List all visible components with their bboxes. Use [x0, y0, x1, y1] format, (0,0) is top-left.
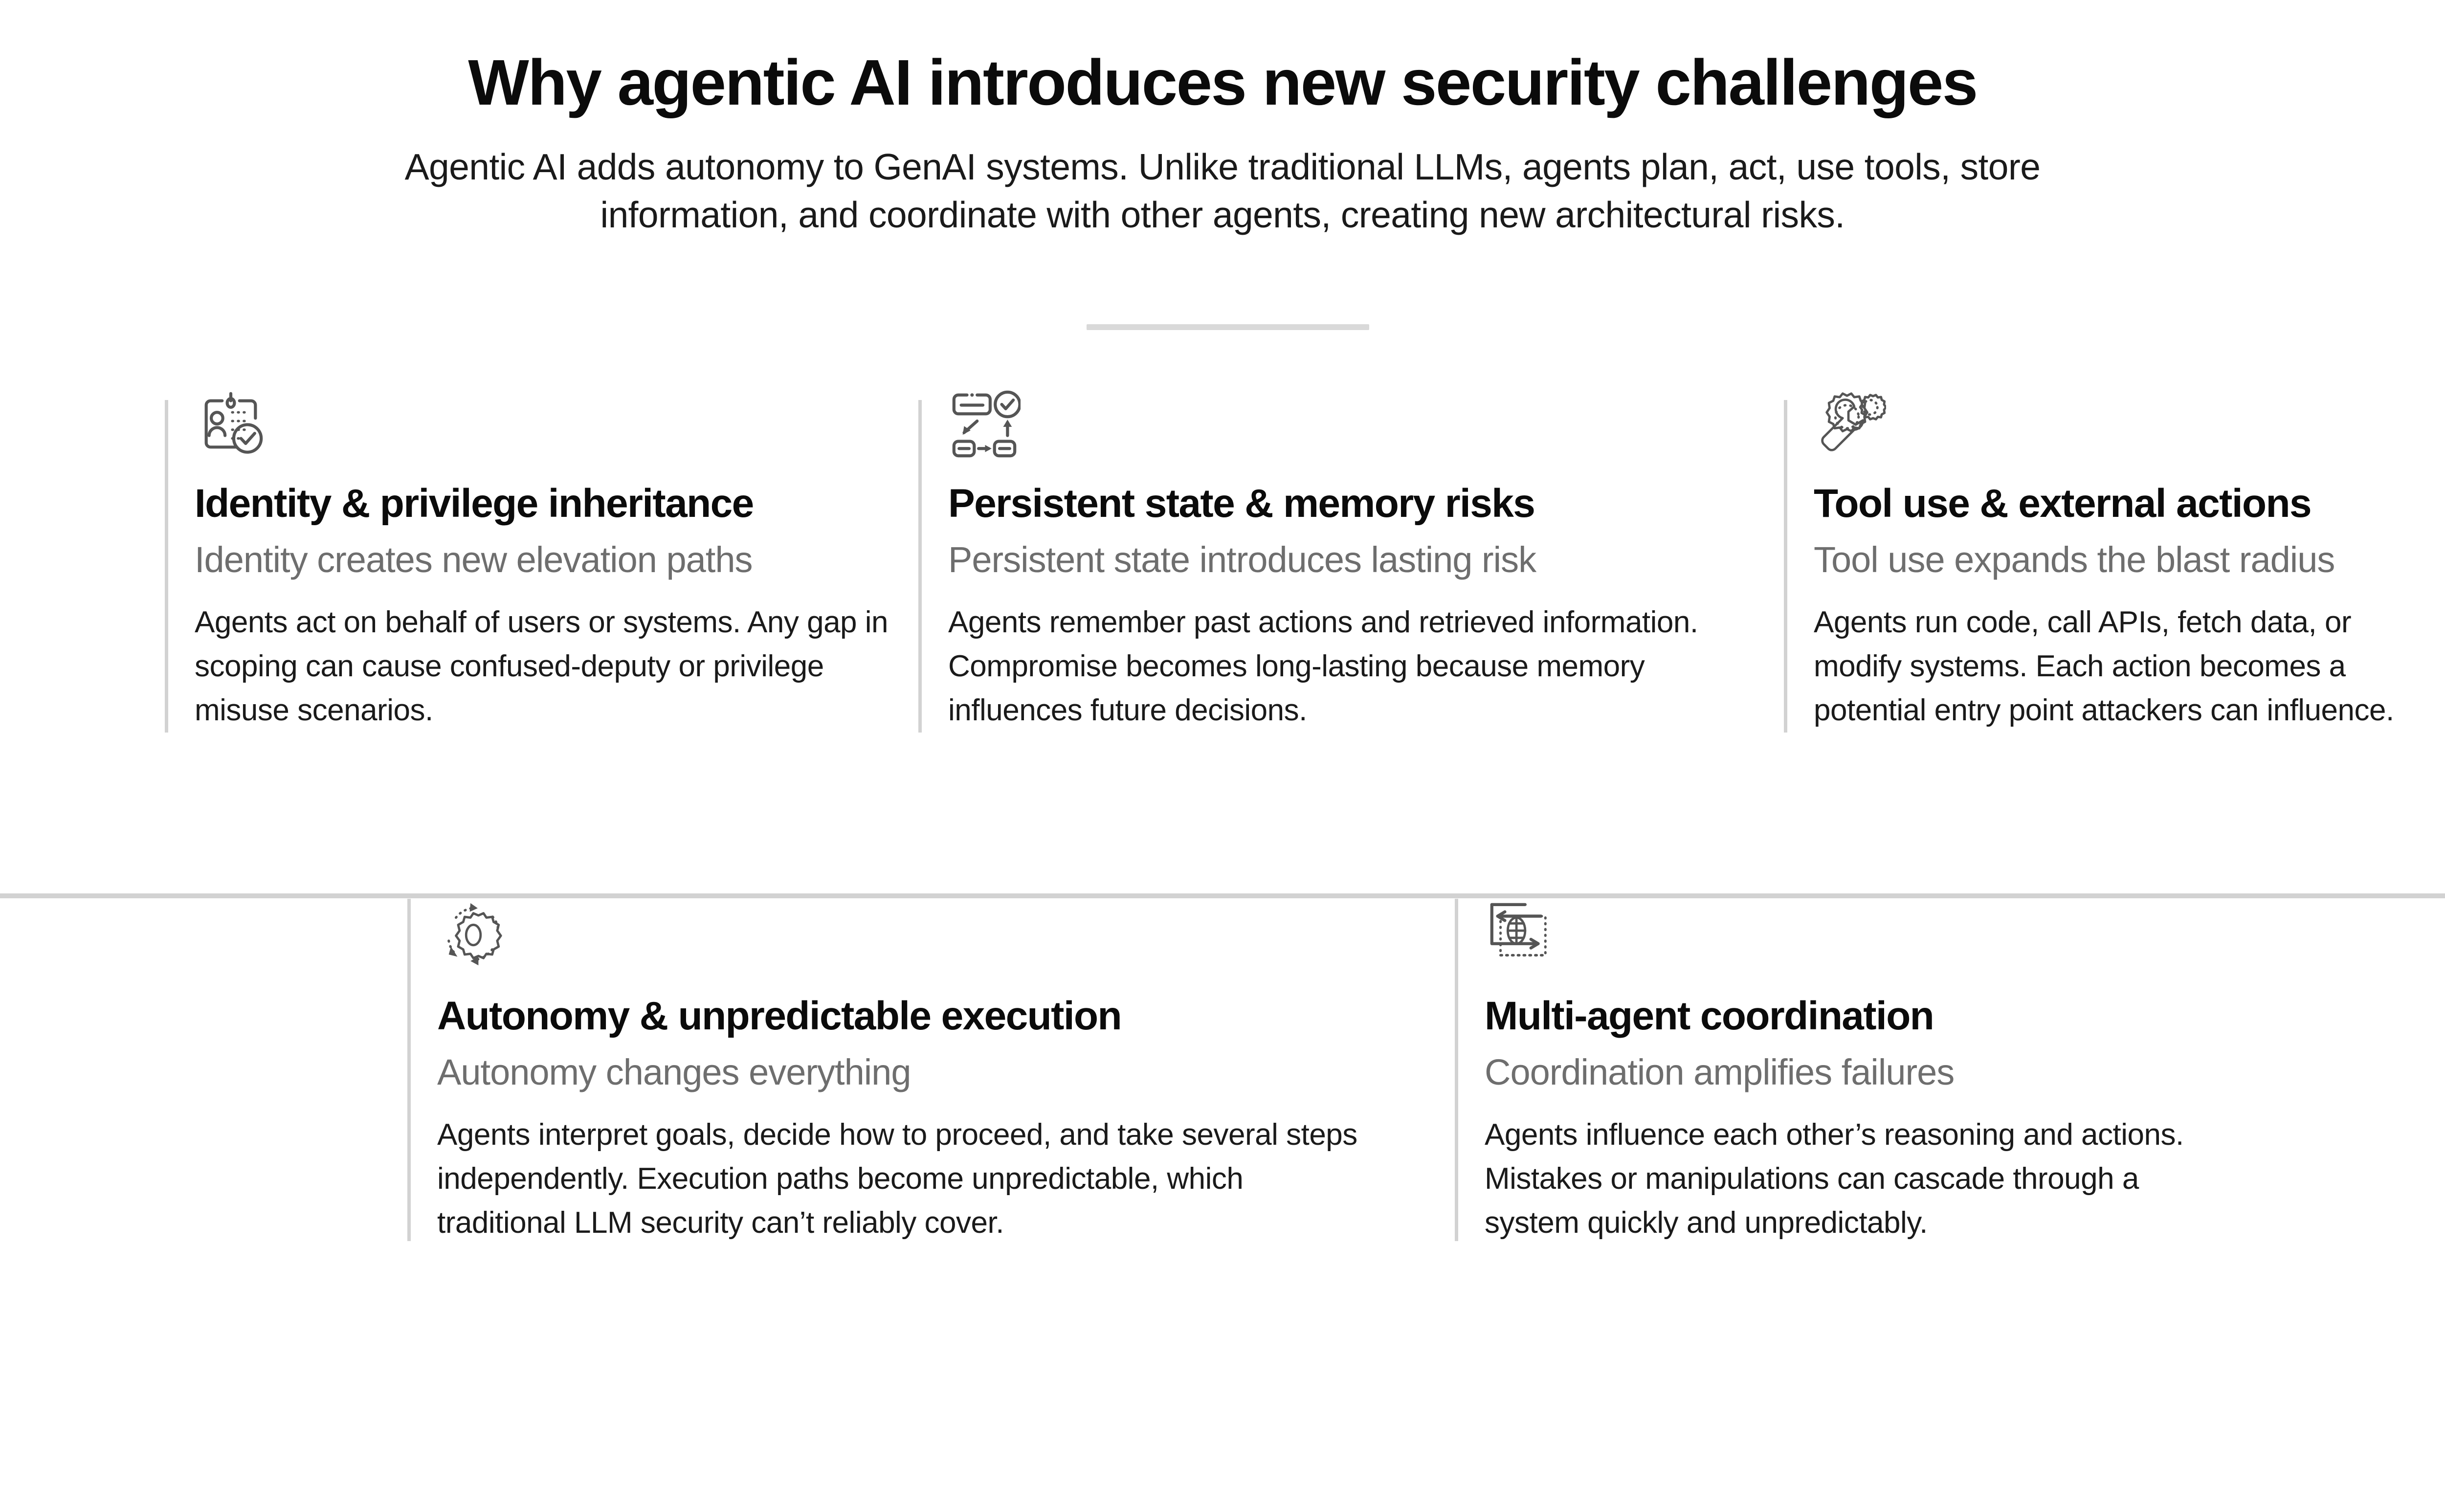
- card-persistent-state-memory-risks: Persistent state & memory risks Persiste…: [918, 386, 1759, 733]
- card-body: Agents act on behalf of users or systems…: [195, 605, 889, 727]
- page-subtitle: Agentic AI adds autonomy to GenAI system…: [404, 146, 2041, 235]
- globe-exchange-icon: [1485, 899, 1557, 971]
- card-left-rule: [1784, 400, 1787, 733]
- card-subtitle: Autonomy changes everything: [437, 1051, 911, 1092]
- card-tool-use-external-actions: Tool use & external actions Tool use exp…: [1784, 386, 2420, 733]
- card-row-bottom: Autonomy & unpredictable execution Auton…: [0, 899, 2445, 1417]
- card-multi-agent-coordination: Multi-agent coordination Coordination am…: [1455, 899, 2218, 1245]
- card-body: Agents interpret goals, decide how to pr…: [437, 1118, 1357, 1240]
- card-title: Persistent state & memory risks: [948, 481, 1535, 526]
- card-body: Agents influence each other’s reasoning …: [1485, 1118, 2184, 1240]
- id-badge-check-icon: [195, 386, 267, 459]
- gear-rotation-icon: [437, 899, 510, 971]
- header-divider: [1087, 324, 1369, 330]
- card-autonomy-unpredictable-execution: Autonomy & unpredictable execution Auton…: [407, 899, 1371, 1245]
- header: Why agentic AI introduces new security c…: [0, 0, 2445, 239]
- state-workflow-icon: [948, 386, 1021, 459]
- card-body: Agents run code, call APIs, fetch data, …: [1814, 605, 2394, 727]
- card-left-rule: [918, 400, 922, 733]
- card-title: Multi-agent coordination: [1485, 994, 1934, 1038]
- card-left-rule: [165, 400, 168, 733]
- page-title: Why agentic AI introduces new security c…: [468, 46, 1978, 118]
- card-identity-privilege-inheritance: Identity & privilege inheritance Identit…: [165, 386, 893, 733]
- row-divider: [0, 893, 2445, 898]
- card-subtitle: Identity creates new elevation paths: [195, 539, 753, 580]
- card-body: Agents remember past actions and retriev…: [948, 605, 1698, 727]
- card-left-rule: [1455, 899, 1458, 1241]
- card-subtitle: Tool use expands the blast radius: [1814, 539, 2335, 580]
- card-title: Tool use & external actions: [1814, 481, 2312, 526]
- card-subtitle: Coordination amplifies failures: [1485, 1051, 1955, 1092]
- card-title: Autonomy & unpredictable execution: [437, 994, 1122, 1038]
- card-subtitle: Persistent state introduces lasting risk: [948, 539, 1536, 580]
- wrench-gear-icon: [1814, 386, 1886, 459]
- card-row-top: Identity & privilege inheritance Identit…: [0, 386, 2445, 893]
- card-title: Identity & privilege inheritance: [195, 481, 754, 526]
- card-left-rule: [407, 899, 411, 1241]
